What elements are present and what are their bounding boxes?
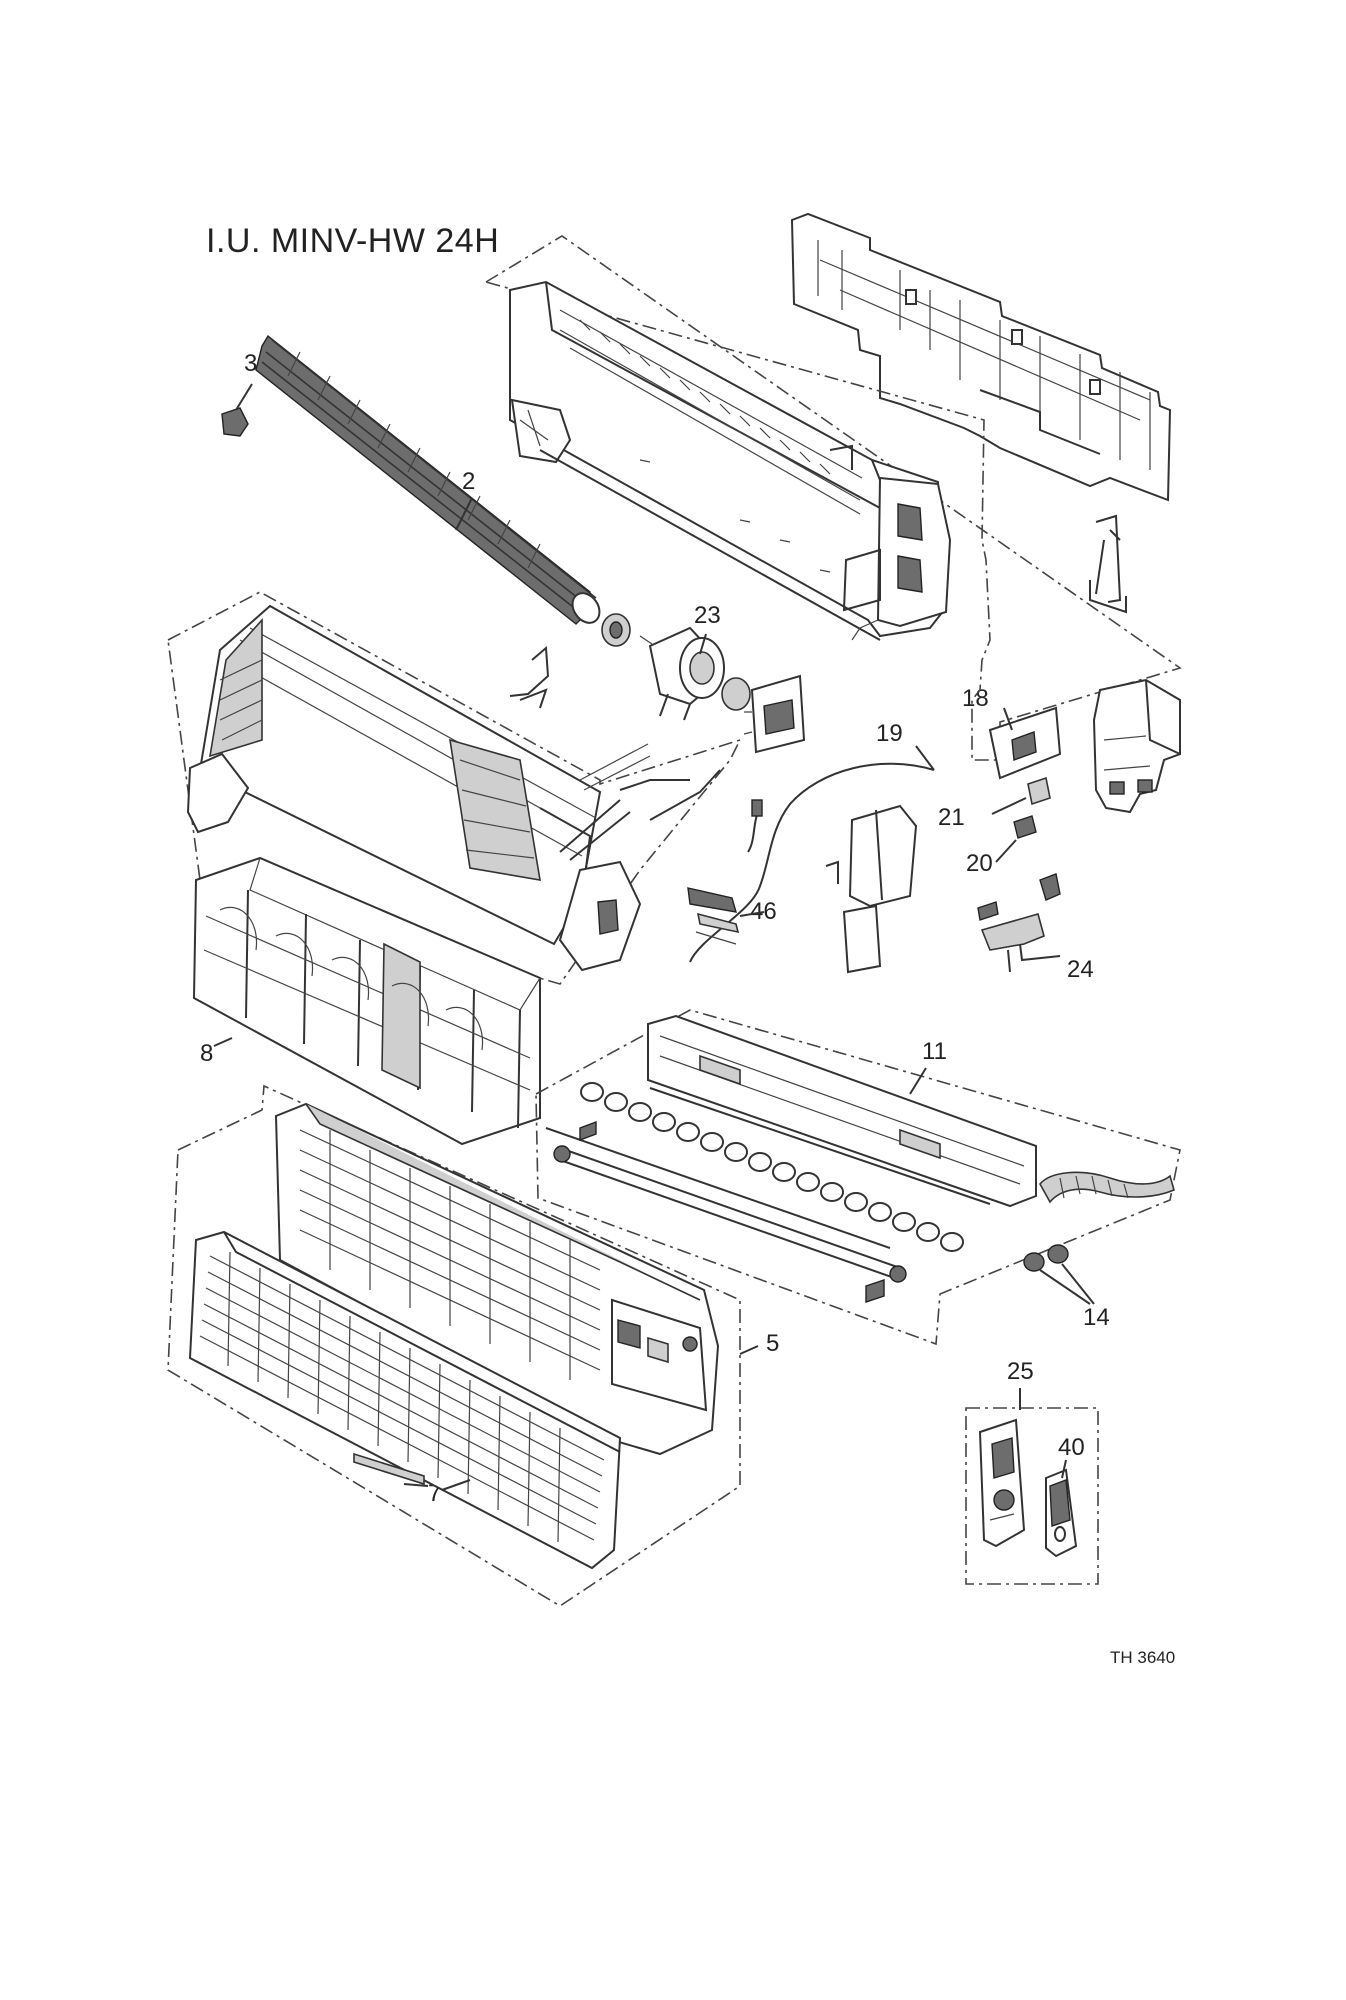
callout-25: 25	[1007, 1358, 1034, 1385]
remote-group-outline	[965, 1407, 1099, 1585]
callout-20: 20	[966, 850, 993, 877]
evaporator-brackets	[186, 645, 642, 972]
motor-bracket	[743, 674, 806, 754]
part-21	[991, 776, 1051, 815]
louver-link-rod2	[545, 1127, 891, 1249]
front-panel-group-outline	[167, 1084, 741, 1607]
louver-shaft	[553, 1120, 907, 1303]
fan-motor	[601, 613, 751, 721]
fan-bearing-cap	[221, 383, 253, 437]
front-grille-panel	[188, 1230, 622, 1570]
mounting-clip	[1089, 514, 1127, 614]
louver-link-rod	[649, 1087, 991, 1205]
louver-group-outline	[535, 1009, 1181, 1346]
louver-blades	[580, 1082, 964, 1252]
remote-control	[978, 1418, 1026, 1548]
callout-8: 8	[200, 1040, 214, 1067]
callout-23: 23	[694, 602, 721, 629]
remote-holder-40	[1045, 1459, 1078, 1558]
callout-11: 11	[922, 1038, 947, 1065]
mounting-plate	[790, 212, 1172, 502]
callout-40: 40	[1058, 1434, 1085, 1461]
drain-pan-11	[647, 1014, 1037, 1208]
electrical-cover	[825, 804, 918, 974]
callout-14: 14	[1083, 1304, 1110, 1331]
diagram-title: I.U. MINV-HW 24H	[206, 222, 500, 260]
drain-hose	[1039, 1171, 1175, 1204]
callout-21: 21	[938, 804, 965, 831]
crossflow-fan	[255, 334, 601, 625]
callout-3: 3	[244, 350, 258, 377]
air-filter-7	[353, 1452, 471, 1491]
screw-caps-14	[1023, 1244, 1095, 1305]
connectors-46	[687, 887, 765, 945]
callout-2: 2	[462, 468, 476, 495]
air-guides-8	[192, 856, 541, 1146]
front-frame-5	[274, 1102, 759, 1456]
callout-5: 5	[766, 1330, 780, 1357]
drawing-code: TH 3640	[1110, 1648, 1176, 1667]
chassis-group-outline	[483, 235, 1182, 761]
part-20	[995, 815, 1037, 863]
callout-19: 19	[876, 720, 903, 747]
back-chassis	[509, 280, 952, 641]
callout-24: 24	[1067, 956, 1094, 983]
pcb-part-18	[988, 706, 1062, 780]
leader-2	[455, 497, 473, 531]
part-24	[977, 873, 1061, 973]
callout-18: 18	[962, 685, 989, 712]
control-box-frame	[1092, 678, 1181, 814]
